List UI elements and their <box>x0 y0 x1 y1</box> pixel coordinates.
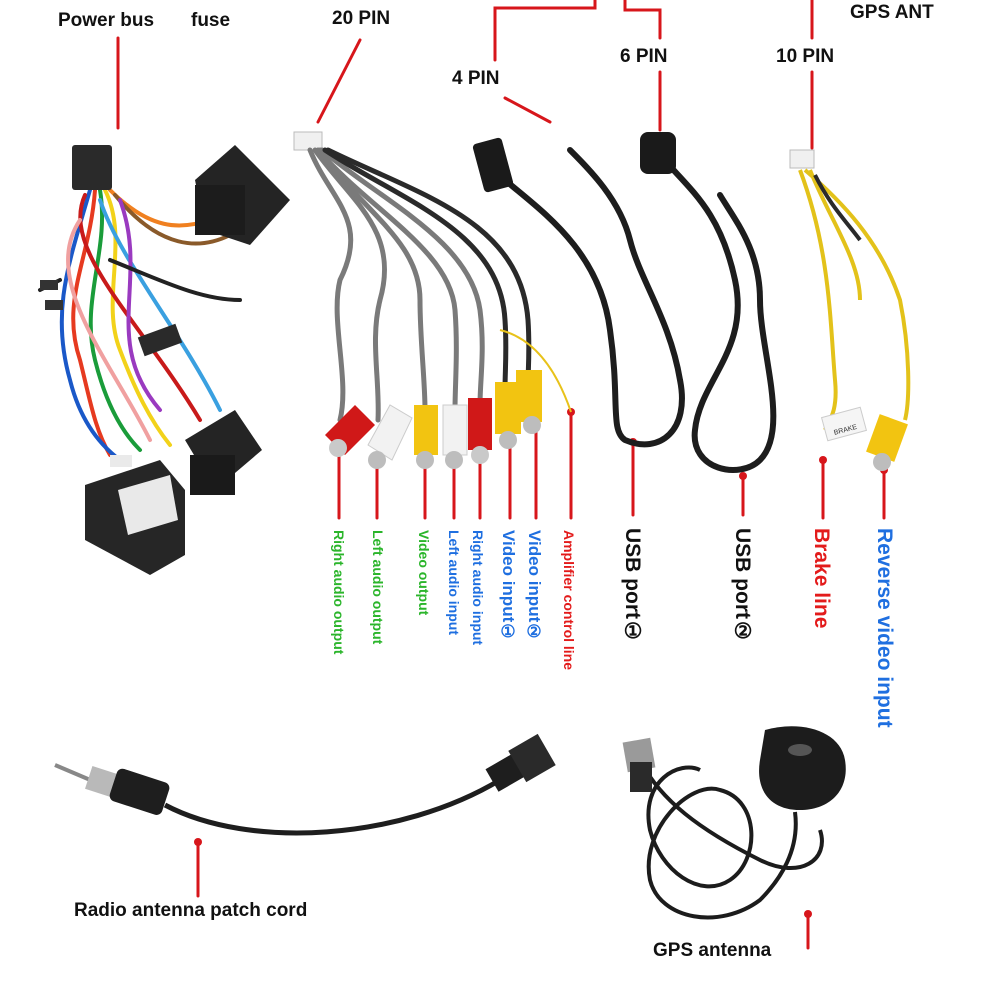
leader-lines <box>116 0 886 950</box>
label-20-pin: 20 PIN <box>332 8 391 29</box>
label-brake-line: Brake line <box>810 528 833 629</box>
label-fuse: fuse <box>191 10 231 31</box>
leader-4pin-top <box>493 0 597 62</box>
label-right-audio-output: Right audio output <box>331 530 347 655</box>
usb-cable-2-image <box>640 132 777 473</box>
label-reverse-video-input: Reverse video input <box>873 528 896 728</box>
radio-antenna-cord-image <box>54 733 556 836</box>
label-video-input-2: Video input② <box>525 530 544 643</box>
label-10-pin: 10 PIN <box>776 46 835 67</box>
label-usb-port-1: USB port① <box>621 528 644 643</box>
label-video-output: Video output <box>416 530 432 616</box>
usb-cable-1-image <box>472 137 685 448</box>
leader-6pin <box>623 0 662 40</box>
label-right-audio-input: Right audio input <box>470 530 486 646</box>
label-power-bus: Power bus <box>58 10 155 31</box>
power-harness-image <box>38 145 290 575</box>
ten-pin-harness-image: BRAKE <box>789 149 911 471</box>
gps-antenna-image <box>622 726 846 920</box>
label-radio-antenna-patch-cord: Radio antenna patch cord <box>74 900 308 921</box>
leader-dots <box>194 408 888 918</box>
label-gps-antenna: GPS antenna <box>653 940 772 961</box>
label-amplifier-control-line: Amplifier control line <box>561 530 577 671</box>
label-usb-port-2: USB port② <box>731 528 754 643</box>
label-left-audio-output: Left audio output <box>370 530 386 645</box>
label-4-pin: 4 PIN <box>452 68 500 89</box>
rca-harness-image <box>293 131 572 469</box>
leader-4pin <box>503 96 552 124</box>
label-6-pin: 6 PIN <box>620 46 668 67</box>
leader-20pin <box>316 38 362 124</box>
label-gps-ant: GPS ANT <box>850 2 934 23</box>
label-left-audio-input: Left audio input <box>446 530 462 635</box>
label-video-input-1: Video input① <box>499 530 518 643</box>
